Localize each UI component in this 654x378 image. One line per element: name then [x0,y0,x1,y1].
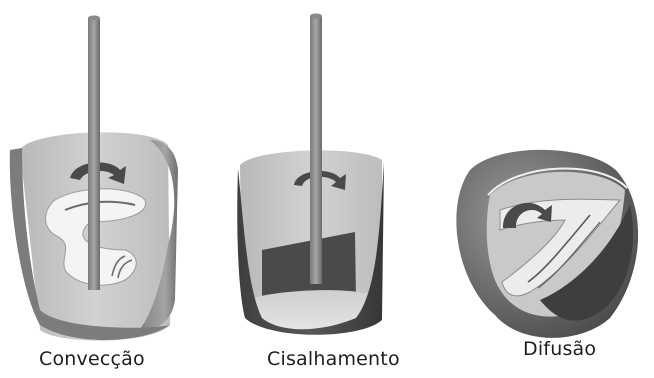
convection-shaft-top [88,16,100,21]
shear-vessel [237,14,384,335]
shear-shaft [310,16,322,284]
caption-diffusion: Difusão [523,338,596,360]
shear-shaft-top [310,14,322,19]
diffusion-vessel [456,150,638,338]
caption-convection: Convecção [39,348,145,370]
convection-shaft [88,18,100,290]
convection-vessel [10,16,178,341]
caption-shear: Cisalhamento [267,348,400,370]
